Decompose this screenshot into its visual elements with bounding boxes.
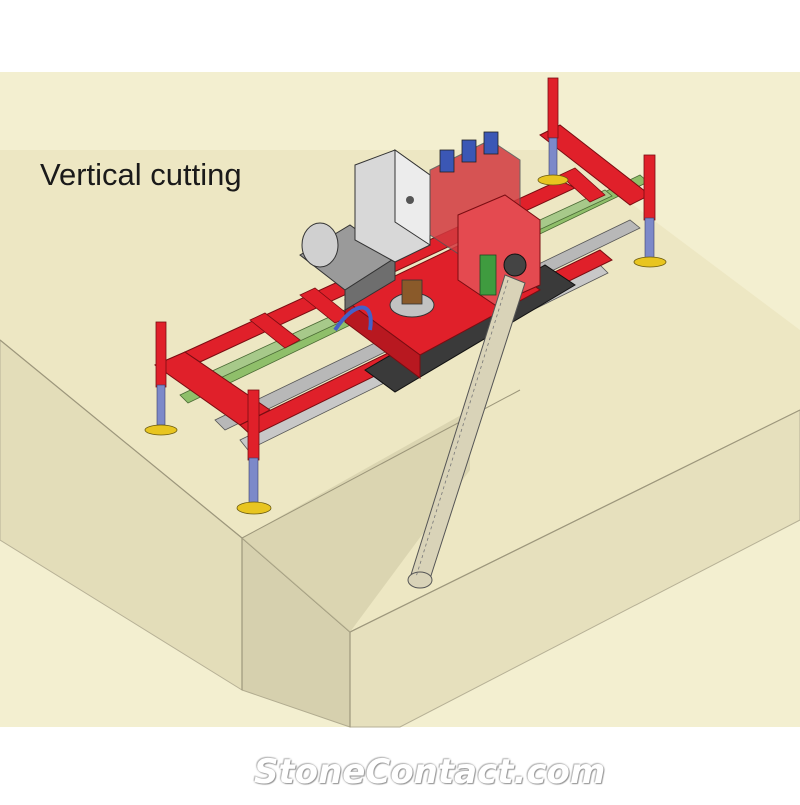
drive-cylinder (479, 254, 497, 296)
chain-saw-blade (407, 274, 526, 589)
support-leg (633, 154, 667, 268)
support-leg (537, 77, 569, 186)
control-box (354, 149, 431, 263)
support-leg (144, 321, 178, 436)
cut-slot (242, 410, 470, 632)
support-leg (236, 389, 272, 515)
rotary-drive (389, 279, 435, 318)
frame-cross (559, 167, 606, 203)
diagram-title: Vertical cutting (40, 157, 242, 192)
frame-cross (249, 312, 301, 349)
watermark-text: StoneContact.com (254, 752, 606, 792)
hydraulic-hose (333, 305, 373, 332)
gearbox (457, 194, 541, 306)
